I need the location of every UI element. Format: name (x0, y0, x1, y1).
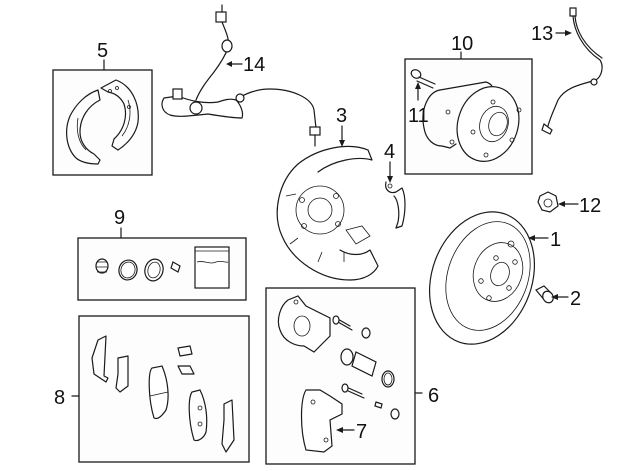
callout-13: 13 (531, 23, 553, 45)
splash-shield-icon (276, 145, 379, 281)
callout-1: 1 (550, 229, 561, 251)
abs-sensor-group[interactable]: 14 (161, 4, 321, 147)
callout-11: 11 (408, 105, 429, 127)
brake-pad-set-icon (91, 335, 235, 453)
callout-2: 2 (570, 288, 581, 310)
callout-12: 12 (579, 195, 601, 217)
caliper-assembly-icon (277, 295, 400, 453)
caliper-assembly-group[interactable]: 6 7 (265, 287, 439, 465)
abs-sensor-wire-icon (161, 4, 321, 147)
parking-brake-shoes-group[interactable]: 5 (52, 40, 153, 176)
rotor-plug-group[interactable]: 2 (535, 285, 581, 310)
brake-rotor-icon (428, 211, 536, 345)
rotor-plug-icon (535, 285, 554, 304)
caliper-repair-kit-group[interactable]: 9 (77, 207, 247, 301)
callout-8: 8 (54, 387, 65, 409)
callout-7: 7 (356, 421, 367, 443)
bracket-group[interactable]: 4 (384, 141, 406, 229)
callout-14: 14 (243, 54, 265, 76)
callout-10: 10 (451, 33, 473, 55)
bracket-icon (385, 181, 406, 229)
parking-brake-shoe-icon (66, 79, 139, 165)
brake-rotor-group[interactable]: 1 (412, 197, 561, 359)
callout-3: 3 (336, 105, 347, 127)
hub-bolt-icon (410, 69, 436, 89)
callout-5: 5 (97, 40, 108, 62)
lug-nut-icon (537, 191, 559, 213)
brake-hose-group[interactable]: 13 (531, 7, 603, 135)
splash-shield-group[interactable]: 3 (276, 105, 379, 281)
hub-bearing-group[interactable]: 10 11 (404, 33, 533, 175)
callout-4: 4 (384, 141, 395, 163)
callout-6: 6 (428, 385, 439, 407)
brake-hose-icon (541, 7, 603, 135)
hub-bearing-icon (422, 81, 522, 162)
repair-kit-parts-icon (95, 246, 230, 289)
callout-9: 9 (114, 207, 125, 229)
brake-pad-set-group[interactable]: 8 (54, 315, 250, 463)
lug-nut-group[interactable]: 12 (537, 191, 601, 217)
